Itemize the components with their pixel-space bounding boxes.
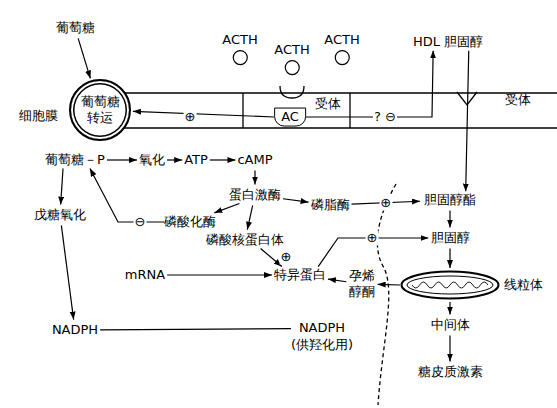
hormone-molecule: ACTH xyxy=(274,42,309,59)
node-text: 葡萄糖－P xyxy=(45,152,105,169)
connector-arrow xyxy=(378,284,400,286)
term-node: 胆固醇 xyxy=(429,230,472,247)
node-text: 特异蛋白 xyxy=(274,267,326,284)
receptor-wall xyxy=(242,93,243,128)
term-node: NADPH(供羟化用) xyxy=(291,320,353,354)
node-text: NADPH xyxy=(52,322,98,339)
node-text: 线粒体 xyxy=(504,277,543,294)
term-node: 氧化 xyxy=(139,152,165,169)
connector-arrow xyxy=(167,274,272,275)
term-node: 磷酸化酶 xyxy=(164,214,216,231)
node-text: 葡萄糖 xyxy=(56,20,95,37)
node-text: 糖皮质激素 xyxy=(418,364,483,381)
node-text: ACTH xyxy=(324,32,359,49)
node-text: cAMP xyxy=(237,152,272,169)
transporter-circle: 葡萄糖转运 xyxy=(69,79,131,141)
edge-label: ⊕ xyxy=(366,231,379,246)
term-node: 戊糖氧化 xyxy=(34,207,86,224)
connector-arrow xyxy=(306,50,433,117)
hormone-circle xyxy=(283,58,301,76)
term-node: 葡萄糖 xyxy=(56,20,95,37)
term-node: mRNA xyxy=(125,267,165,284)
connector-arrow xyxy=(449,248,450,268)
part-label: 受体 xyxy=(505,92,531,108)
node-text: AC xyxy=(281,109,299,126)
hormone-molecule: ACTH xyxy=(324,32,359,49)
term-node: 糖皮质激素 xyxy=(416,364,485,381)
part-label: 细胞膜 xyxy=(19,108,58,124)
node-text: NADPH xyxy=(291,320,353,337)
connector-arrow xyxy=(466,50,469,191)
term-node: 磷脂酶 xyxy=(311,197,350,214)
term-node: 孕烯醇酮 xyxy=(348,268,375,299)
edge-label: ⊕ xyxy=(184,110,197,125)
part-label: 受体 xyxy=(315,96,341,112)
node-text: 葡萄糖转运 xyxy=(80,94,120,125)
node-text: 磷脂酶 xyxy=(311,197,350,214)
term-node: HDL 胆固醇 xyxy=(411,34,485,51)
connector-arrow xyxy=(100,329,291,330)
hdl-receptor xyxy=(457,92,477,105)
connector-arrow xyxy=(449,210,450,227)
node-text: 胆固醇酯 xyxy=(424,192,476,209)
node-text: 中间体 xyxy=(431,317,470,334)
receptor-wall xyxy=(349,93,350,128)
term-node: NADPH xyxy=(52,322,98,339)
connector-arrow xyxy=(283,199,309,202)
edge-label: ⊕ xyxy=(280,250,293,265)
node-text: 磷酸化酶 xyxy=(164,214,216,231)
term-node: 特异蛋白 xyxy=(274,267,326,284)
connector-arrow xyxy=(449,302,450,315)
node-text: 蛋白激酶 xyxy=(229,187,281,204)
connector-arrow xyxy=(167,159,182,160)
edge-label: ⊕ xyxy=(379,195,392,210)
mitochondrion-outline xyxy=(400,270,500,300)
term-node: 磷酸核蛋白体 xyxy=(206,232,284,249)
connector-arrow xyxy=(133,111,274,117)
term-node: 蛋白激酶 xyxy=(229,187,281,204)
connector-arrow xyxy=(210,159,236,160)
mitochondrion: 线粒体 xyxy=(400,270,500,300)
node-text: ACTH xyxy=(274,42,309,59)
term-node: 胆固醇酯 xyxy=(422,192,478,209)
term-node: 葡萄糖－P xyxy=(45,152,105,169)
node-text: 孕烯醇酮 xyxy=(348,268,375,299)
hormone-molecule: ACTH xyxy=(222,32,257,49)
node-text: ATP xyxy=(184,152,208,169)
connector-arrow xyxy=(90,168,164,222)
node-text: HDL 胆固醇 xyxy=(413,34,483,51)
edge-label: ? ⊖ xyxy=(373,110,397,125)
connector-arrow xyxy=(328,279,346,282)
connector-arrow xyxy=(61,168,63,204)
node-text: 戊糖氧化 xyxy=(34,207,86,224)
connector-arrow xyxy=(61,225,73,319)
cell-membrane-line xyxy=(80,127,557,128)
enzyme-box: AC xyxy=(274,108,306,127)
connector-arrow xyxy=(214,203,239,212)
hormone-circle xyxy=(333,48,351,66)
cell-membrane-line xyxy=(80,92,557,93)
dashed-boundary xyxy=(377,184,396,405)
term-node: ATP xyxy=(184,152,208,169)
node-text: 磷酸核蛋白体 xyxy=(206,232,284,249)
term-node: 中间体 xyxy=(429,317,472,334)
node-text: ACTH xyxy=(222,32,257,49)
connector-arrow xyxy=(78,38,90,78)
connector-arrow xyxy=(247,205,252,229)
edge-label: ⊖ xyxy=(134,215,147,230)
node-text: mRNA xyxy=(125,267,165,284)
connector-arrow xyxy=(107,159,137,160)
node-text: 胆固醇 xyxy=(431,230,470,247)
connector-arrow xyxy=(254,170,255,184)
term-node: cAMP xyxy=(237,152,272,169)
hormone-circle xyxy=(231,48,249,66)
node-text: 氧化 xyxy=(139,152,165,169)
connector-arrow xyxy=(449,335,450,361)
node-text: (供羟化用) xyxy=(291,337,353,354)
acth-receptor xyxy=(280,86,304,98)
